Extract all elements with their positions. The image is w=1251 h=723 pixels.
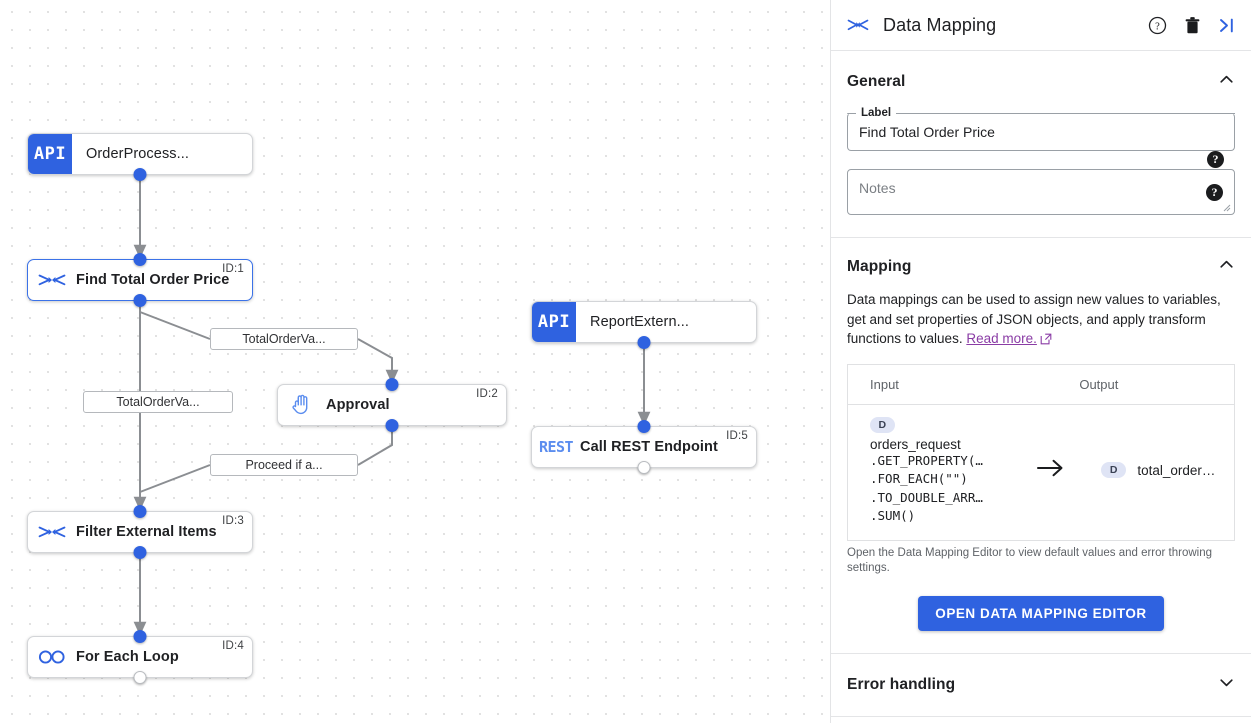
- node-id-tag: ID:3: [222, 515, 244, 527]
- node-title: For Each Loop: [76, 649, 179, 665]
- notes-field[interactable]: Notes ?: [847, 169, 1235, 215]
- node-title: OrderProcess...: [86, 146, 190, 162]
- notes-field-placeholder: Notes: [859, 180, 896, 196]
- node-input-port[interactable]: [133, 505, 147, 518]
- mapping-output-cell: D total_order…: [1079, 404, 1234, 540]
- edge-connections: [133, 175, 651, 636]
- rest-badge: REST: [538, 438, 574, 456]
- mapping-description: Data mappings can be used to assign new …: [847, 290, 1235, 351]
- properties-panel: Data Mapping ?: [830, 0, 1251, 723]
- chevron-up-icon[interactable]: [1218, 71, 1235, 93]
- chevron-up-icon[interactable]: [1218, 256, 1235, 278]
- collapse-panel-icon[interactable]: [1218, 16, 1237, 35]
- notes-help-icon[interactable]: ?: [1206, 184, 1223, 201]
- data-mapping-icon: [847, 16, 869, 34]
- node-title: Filter External Items: [76, 524, 217, 540]
- canvas-node-orderprocess[interactable]: API OrderProcess...: [27, 133, 253, 181]
- help-circle-icon[interactable]: ?: [1148, 16, 1167, 35]
- error-handling-section-header[interactable]: Error handling: [847, 674, 1235, 696]
- api-badge: API: [28, 134, 72, 174]
- node-input-port[interactable]: [385, 378, 399, 391]
- external-link-icon[interactable]: [1040, 331, 1052, 351]
- general-section-header[interactable]: General: [847, 71, 1235, 93]
- api-badge: API: [532, 302, 576, 342]
- output-variable-name: total_order…: [1137, 462, 1216, 478]
- input-type-badge: D: [870, 416, 895, 433]
- node-title: Call REST Endpoint: [580, 439, 718, 455]
- node-output-port[interactable]: [133, 294, 147, 307]
- input-transform-chain: .GET_PROPERTY(… .FOR_EACH("") .TO_DOUBLE…: [870, 452, 983, 524]
- canvas-node-for-each-loop[interactable]: For Each Loop ID:4: [27, 630, 253, 684]
- node-output-port[interactable]: [133, 671, 147, 684]
- panel-header: Data Mapping ?: [831, 0, 1251, 51]
- node-title: ReportExtern...: [590, 314, 690, 330]
- resize-handle-icon[interactable]: [1222, 203, 1231, 212]
- data-mapping-icon: [28, 524, 76, 540]
- mapping-description-text: Data mappings can be used to assign new …: [847, 292, 1221, 346]
- hand-icon: [278, 393, 326, 417]
- mapping-table-header-row: Input Output: [847, 364, 1235, 405]
- node-input-port[interactable]: [133, 253, 147, 266]
- panel-title: Data Mapping: [883, 14, 997, 35]
- read-more-link[interactable]: Read more.: [966, 331, 1037, 346]
- column-header-output: Output: [1079, 364, 1235, 405]
- canvas-node-approval[interactable]: Approval ID:2: [277, 378, 507, 432]
- label-help-icon[interactable]: ?: [1207, 151, 1224, 168]
- node-output-port[interactable]: [637, 336, 651, 349]
- data-mapping-icon: [28, 272, 76, 288]
- mapping-hint: Open the Data Mapping Editor to view def…: [847, 546, 1213, 574]
- canvas-node-filter-external-items[interactable]: Filter External Items ID:3: [27, 505, 253, 559]
- node-id-tag: ID:4: [222, 640, 244, 652]
- mapping-input-cell: D orders_request .GET_PROPERTY(… .FOR_EA…: [848, 404, 1002, 540]
- general-section: General Find Total Order Price Label ?: [831, 51, 1251, 237]
- general-section-title: General: [847, 73, 906, 90]
- section-divider-2: [831, 652, 1251, 654]
- input-variable-name: orders_request: [870, 436, 961, 452]
- mapping-table: Input Output D orders_request .GET_PROPE…: [847, 363, 1235, 541]
- label-field-value: Find Total Order Price: [859, 124, 995, 140]
- output-type-badge: D: [1101, 462, 1127, 478]
- section-divider-1: [831, 237, 1251, 238]
- node-output-port[interactable]: [133, 546, 147, 559]
- svg-text:?: ?: [1155, 21, 1160, 32]
- node-title: Find Total Order Price: [76, 272, 230, 288]
- trash-icon[interactable]: [1184, 16, 1201, 35]
- edge-label[interactable]: TotalOrderVa...: [210, 328, 358, 350]
- workflow-canvas[interactable]: API OrderProcess... Find Total Order Price…: [0, 0, 830, 723]
- node-input-port[interactable]: [637, 420, 651, 433]
- error-handling-section: Error handling: [831, 654, 1251, 716]
- section-divider-3: [831, 715, 1251, 717]
- node-id-tag: ID:1: [222, 263, 244, 275]
- canvas-node-call-rest-endpoint[interactable]: REST Call REST Endpoint ID:5: [531, 420, 757, 474]
- node-id-tag: ID:2: [476, 388, 498, 400]
- open-data-mapping-editor-button[interactable]: OPEN DATA MAPPING EDITOR: [918, 595, 1164, 631]
- chevron-down-icon[interactable]: [1218, 674, 1235, 696]
- mapping-section-header[interactable]: Mapping: [847, 256, 1235, 278]
- node-input-port[interactable]: [133, 630, 147, 643]
- loop-icon: [28, 649, 76, 665]
- canvas-node-reportextern[interactable]: API ReportExtern...: [531, 301, 757, 349]
- mapping-section: Mapping Data mappings can be used to ass…: [831, 238, 1251, 653]
- label-field[interactable]: Find Total Order Price Label ?: [847, 107, 1235, 168]
- node-id-tag: ID:5: [726, 430, 748, 442]
- node-output-port[interactable]: [133, 168, 147, 181]
- mapping-section-title: Mapping: [847, 258, 912, 275]
- error-handling-section-title: Error handling: [847, 675, 956, 693]
- edge-label[interactable]: Proceed if a...: [210, 454, 358, 476]
- mapping-arrow: [1001, 404, 1079, 540]
- mapping-table-row[interactable]: D orders_request .GET_PROPERTY(… .FOR_EA…: [848, 404, 1235, 540]
- column-header-input: Input: [847, 364, 1002, 405]
- node-output-port[interactable]: [637, 461, 651, 474]
- node-output-port[interactable]: [385, 419, 399, 432]
- edge-label[interactable]: TotalOrderVa...: [83, 391, 233, 413]
- node-title: Approval: [326, 397, 390, 413]
